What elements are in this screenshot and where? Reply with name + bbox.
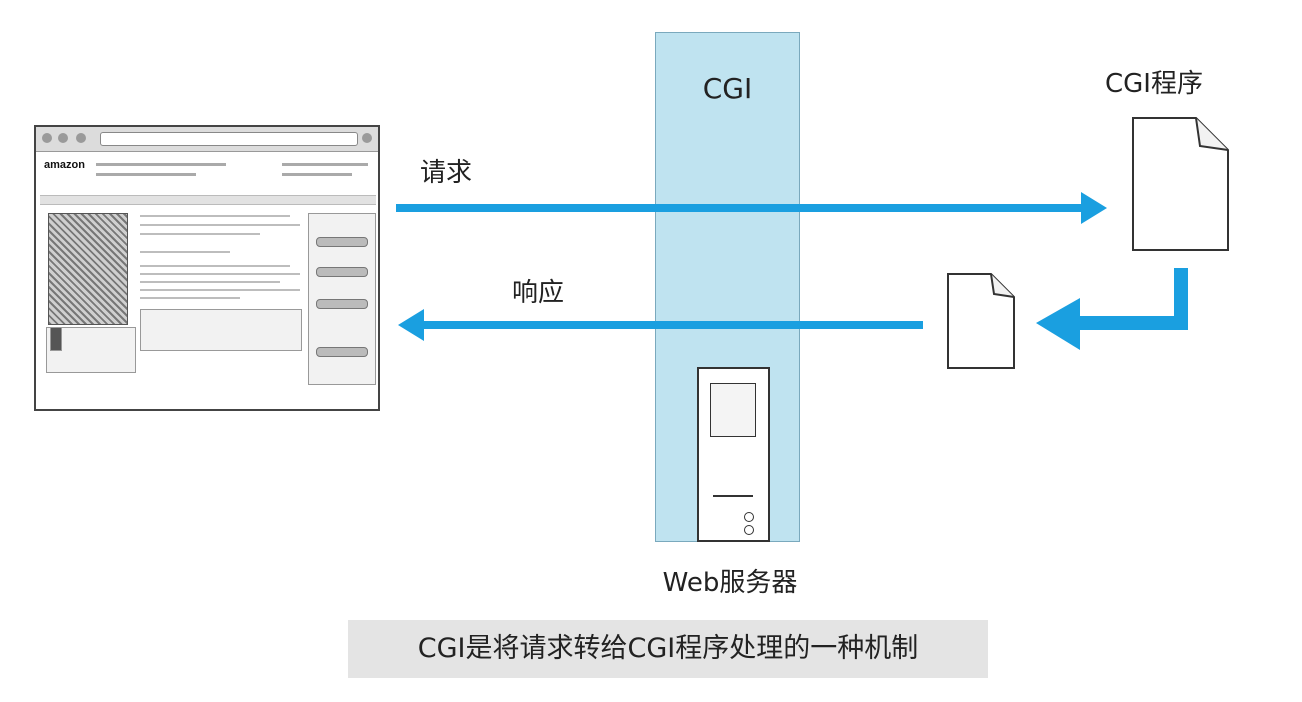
response-label: 响应 — [512, 278, 565, 308]
panel-button — [316, 299, 368, 309]
server-drive-slot — [713, 495, 753, 497]
caption-text: CGI是将请求转给CGI程序处理的一种机制 — [417, 633, 919, 664]
text-line — [140, 273, 300, 275]
cgi-label: CGI — [702, 72, 753, 105]
text-line — [140, 215, 290, 217]
response-arrow — [398, 309, 923, 341]
header-bar — [96, 173, 196, 176]
menu-icon — [362, 133, 372, 143]
panel-button — [316, 237, 368, 247]
document-icon — [947, 273, 1015, 369]
back-icon — [42, 133, 52, 143]
header-bar — [96, 163, 226, 166]
browser-chrome — [36, 127, 378, 152]
header-bar — [282, 163, 368, 166]
return-arrow — [1036, 268, 1188, 350]
server-panel — [710, 383, 756, 437]
text-line — [140, 224, 300, 226]
text-line — [140, 251, 230, 253]
text-line — [140, 281, 280, 283]
panel-button — [316, 347, 368, 357]
caption-box: CGI是将请求转给CGI程序处理的一种机制 — [348, 620, 988, 678]
request-arrow — [396, 192, 1107, 224]
address-bar — [100, 132, 358, 146]
web-server-label: Web服务器 — [662, 568, 798, 598]
panel-button — [316, 267, 368, 277]
request-label: 请求 — [420, 158, 473, 188]
info-box — [140, 309, 302, 351]
text-line — [140, 233, 260, 235]
text-line — [140, 297, 240, 299]
text-line — [140, 265, 290, 267]
document-icon — [1132, 117, 1229, 251]
browser-menu-bar — [40, 195, 376, 205]
forward-icon — [58, 133, 68, 143]
server-button — [744, 525, 754, 535]
cgi-program-label: CGI程序 — [1105, 69, 1203, 99]
header-bar — [282, 173, 352, 176]
reload-icon — [76, 133, 86, 143]
browser-window-icon: amazon — [34, 125, 380, 411]
browser-logo: amazon — [44, 159, 85, 171]
device-image — [50, 327, 62, 351]
book-cover-image — [48, 213, 128, 325]
server-tower-icon — [697, 367, 770, 542]
text-line — [140, 289, 300, 291]
server-button — [744, 512, 754, 522]
